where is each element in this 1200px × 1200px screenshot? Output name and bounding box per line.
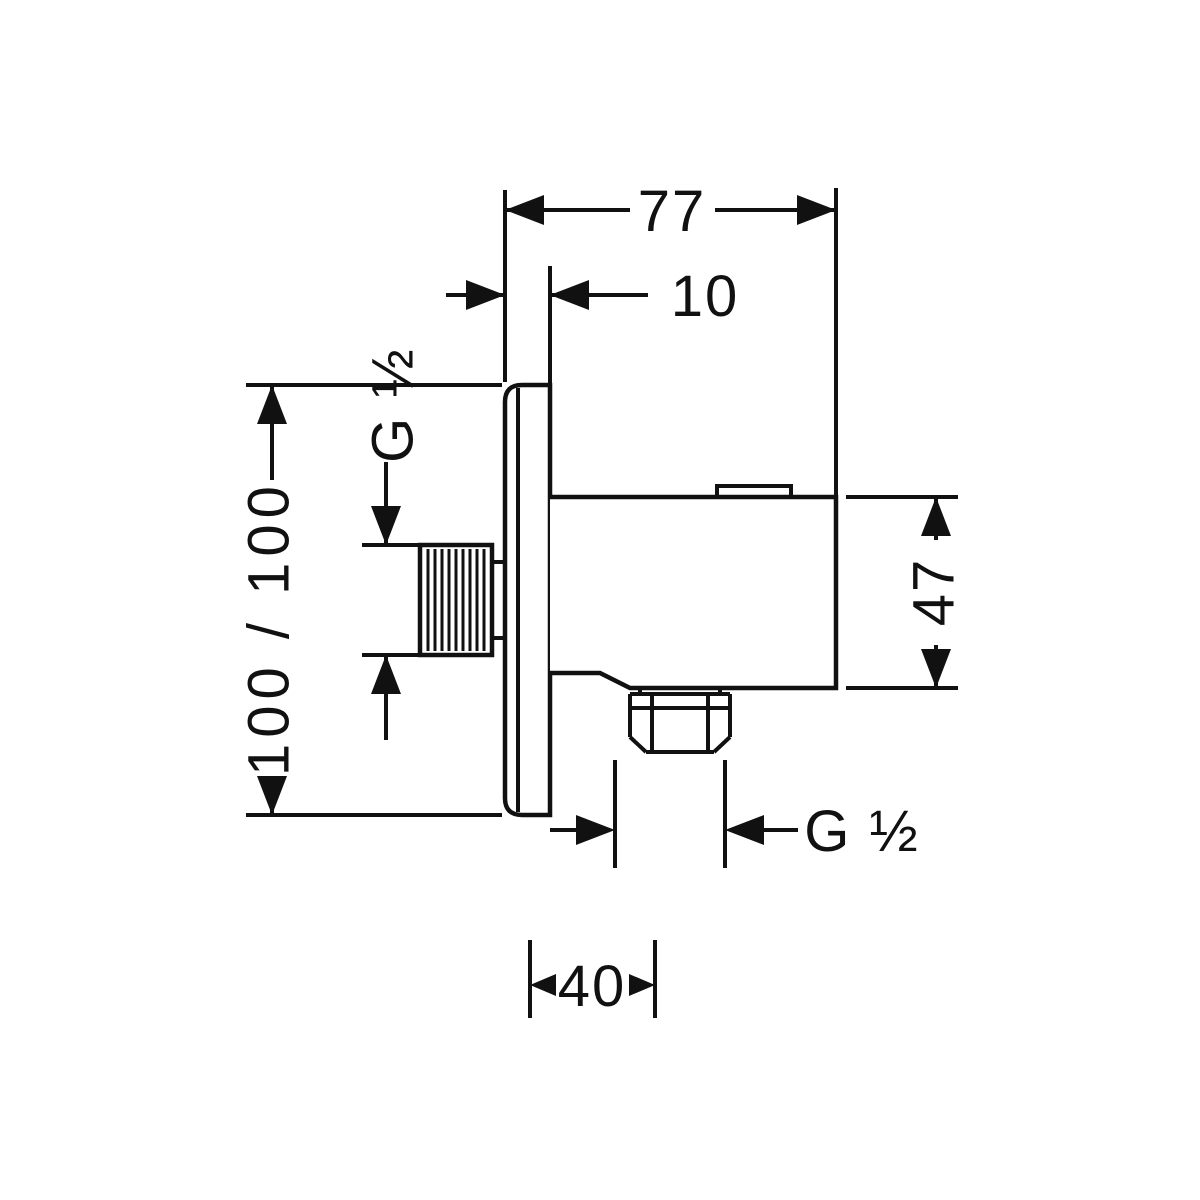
dim-plate-size-label: 100 / 100 (236, 480, 301, 776)
arrowhead-left-icon (550, 280, 589, 310)
arrowhead-right-icon (576, 815, 615, 845)
arrowhead-down-icon (257, 776, 287, 815)
nut-chamfer-right (712, 735, 732, 754)
arrowhead-up-icon (921, 497, 951, 536)
arrowhead-left-icon (725, 815, 764, 845)
dim-total-depth: 77 (503, 179, 838, 495)
arrowhead-right-icon (466, 280, 505, 310)
arrowhead-left-icon (530, 974, 556, 996)
dim-body-height: 47 (846, 495, 966, 690)
dim-plate-thickness: 10 (446, 264, 740, 383)
inlet-thread-stub (417, 542, 507, 658)
arrowhead-right-icon (629, 974, 655, 996)
holder-top-detail (715, 484, 793, 497)
dim-inlet-thread: G ½ (360, 347, 425, 740)
dim-body-height-label: 47 (901, 558, 966, 627)
arrowhead-right-icon (797, 195, 836, 225)
dim-outlet-thread-label: G ½ (804, 799, 920, 864)
dim-outlet-offset-label: 40 (558, 954, 627, 1019)
dim-plate-size: 100 / 100 (236, 383, 502, 817)
arrowhead-down-icon (371, 506, 401, 545)
arrowhead-down-icon (921, 649, 951, 688)
holder-body (550, 484, 839, 691)
dim-plate-thickness-label: 10 (671, 264, 740, 329)
dim-outlet-offset: 40 (528, 940, 657, 1019)
dim-outlet-thread: G ½ (550, 760, 920, 868)
arrowhead-left-icon (505, 195, 544, 225)
holder-body-outline (550, 494, 839, 691)
outlet-nut (628, 688, 732, 754)
arrowhead-up-icon (371, 655, 401, 694)
wall-plate (502, 382, 553, 818)
wall-plate-outline (502, 382, 553, 818)
arrowhead-up-icon (257, 385, 287, 424)
dim-total-depth-label: 77 (638, 179, 707, 244)
thread-hatching (426, 549, 486, 651)
nut-chamfer-left (628, 735, 648, 754)
dim-inlet-thread-label: G ½ (360, 347, 425, 463)
